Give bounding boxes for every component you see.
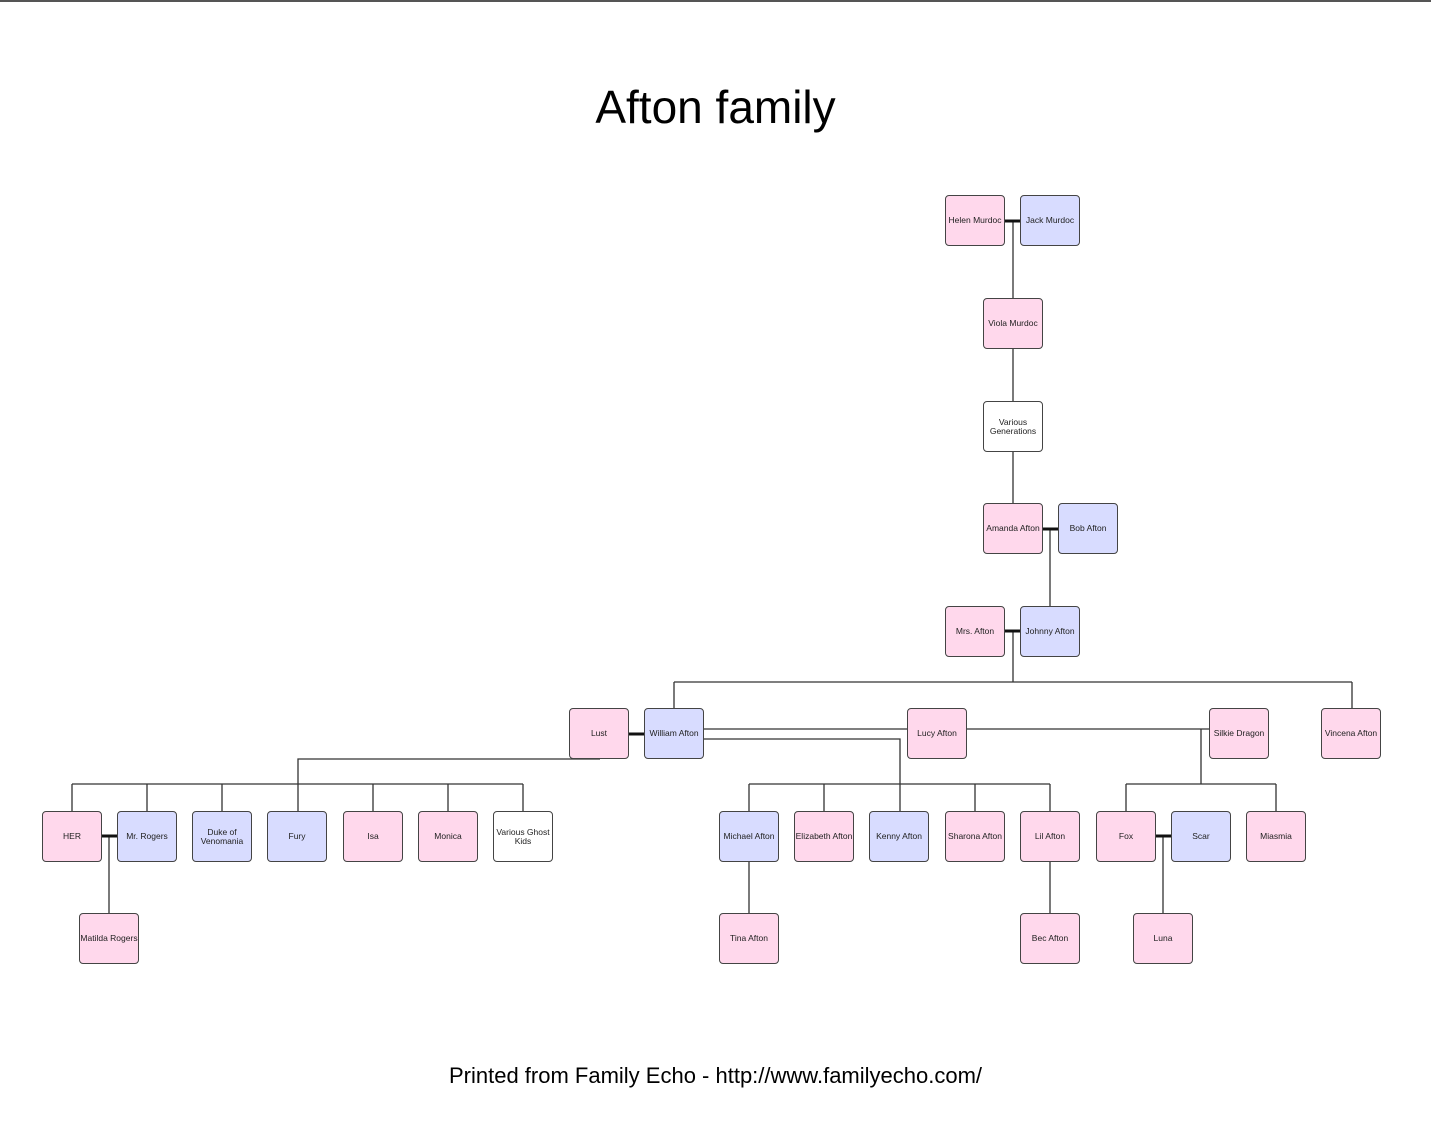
person-helen-murdoc[interactable]: Helen Murdoc [945,195,1005,246]
person-vincena-afton[interactable]: Vincena Afton [1321,708,1381,759]
person-fox[interactable]: Fox [1096,811,1156,862]
person-fury[interactable]: Fury [267,811,327,862]
person-matilda-rogers[interactable]: Matilda Rogers [79,913,139,964]
person-various-generations[interactable]: Various Generations [983,401,1043,452]
person-kenny-afton[interactable]: Kenny Afton [869,811,929,862]
person-silkie-dragon[interactable]: Silkie Dragon [1209,708,1269,759]
person-jack-murdoc[interactable]: Jack Murdoc [1020,195,1080,246]
person-duke-of-venomania[interactable]: Duke of Venomania [192,811,252,862]
person-monica[interactable]: Monica [418,811,478,862]
person-michael-afton[interactable]: Michael Afton [719,811,779,862]
person-miasmia[interactable]: Miasmia [1246,811,1306,862]
person-sharona-afton[interactable]: Sharona Afton [945,811,1005,862]
person-lucy-afton[interactable]: Lucy Afton [907,708,967,759]
person-mr-rogers[interactable]: Mr. Rogers [117,811,177,862]
person-viola-murdoc[interactable]: Viola Murdoc [983,298,1043,349]
person-johnny-afton[interactable]: Johnny Afton [1020,606,1080,657]
page-title: Afton family [595,81,836,133]
person-amanda-afton[interactable]: Amanda Afton [983,503,1043,554]
person-lust[interactable]: Lust [569,708,629,759]
person-her[interactable]: HER [42,811,102,862]
person-tina-afton[interactable]: Tina Afton [719,913,779,964]
person-bec-afton[interactable]: Bec Afton [1020,913,1080,964]
person-various-ghost-kids[interactable]: Various Ghost Kids [493,811,553,862]
person-lil-afton[interactable]: Lil Afton [1020,811,1080,862]
person-mrs-afton[interactable]: Mrs. Afton [945,606,1005,657]
person-bob-afton[interactable]: Bob Afton [1058,503,1118,554]
person-william-afton[interactable]: William Afton [644,708,704,759]
person-isa[interactable]: Isa [343,811,403,862]
person-scar[interactable]: Scar [1171,811,1231,862]
footer-credit: Printed from Family Echo - http://www.fa… [448,1063,983,1088]
person-luna[interactable]: Luna [1133,913,1193,964]
person-elizabeth-afton[interactable]: Elizabeth Afton [794,811,854,862]
